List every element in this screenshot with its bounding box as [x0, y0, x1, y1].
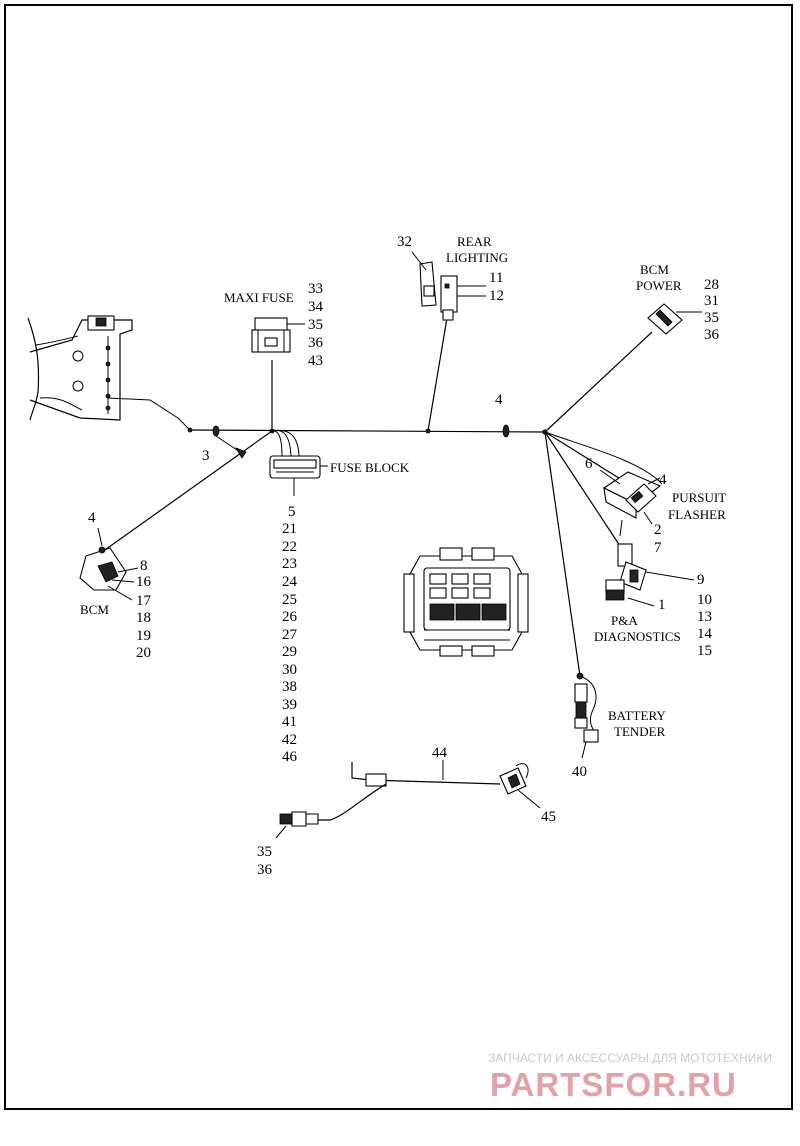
callout: 25 [282, 592, 297, 608]
label-pursuit-flasher-1: PURSUIT [672, 490, 726, 505]
callout: 20 [136, 645, 151, 661]
maxi-fuse: MAXI FUSE [224, 290, 305, 353]
frame-bracket [27, 315, 191, 431]
callout: 7 [654, 540, 662, 556]
harness-clip-left: 3 [202, 425, 247, 464]
label-pa-diagnostics-2: DIAGNOSTICS [594, 629, 681, 644]
fuse-block: FUSE BLOCK [269, 455, 410, 496]
callout: 39 [282, 697, 297, 713]
callout: 14 [697, 626, 713, 642]
label-pa-diagnostics-1: P&A [611, 613, 638, 628]
callouts-maxi-fuse: 33 34 35 36 43 [308, 281, 324, 369]
callout-pa-diagnostics-side: 9 [697, 572, 705, 588]
callout: 31 [704, 293, 719, 309]
callout: 24 [282, 574, 298, 590]
callout: 36 [257, 862, 273, 878]
callout: 38 [282, 679, 297, 695]
callout-pursuit-flasher-right: 4 [659, 472, 667, 488]
callout: 2 [654, 522, 662, 538]
callout: 16 [136, 574, 152, 590]
label-bcm: BCM [80, 602, 109, 617]
label-rear-lighting-1: REAR [457, 234, 492, 249]
callout: 23 [282, 556, 297, 572]
pa-diagnostics-connector: 9 1 P&A DIAGNOSTICS 10 13 14 15 [594, 543, 713, 659]
label-pursuit-flasher-2: FLASHER [668, 507, 726, 522]
callout: 46 [282, 749, 298, 765]
callout: 35 [257, 844, 272, 860]
callout-bcm-clip: 4 [88, 510, 96, 526]
callout: 36 [704, 327, 720, 343]
callout: 21 [282, 521, 297, 537]
callout-extension-connector: 45 [541, 809, 556, 825]
callout-pursuit-flasher-left: 6 [585, 456, 593, 472]
callout: 18 [136, 610, 151, 626]
rear-lighting-connector: 32 REAR LIGHTING 11 12 [397, 234, 508, 321]
callout: 26 [282, 609, 298, 625]
callout-battery-tender: 40 [572, 764, 587, 780]
callout: 35 [704, 310, 719, 326]
label-maxi-fuse: MAXI FUSE [224, 290, 294, 305]
callout-harness-clip-right: 4 [495, 392, 503, 408]
watermark-line-2: PARTSFOR.RU [490, 1066, 737, 1103]
callout: 43 [308, 353, 323, 369]
callout-harness-clip-left: 3 [202, 448, 210, 464]
label-bcm-power-2: POWER [636, 278, 682, 293]
diagram-frame [4, 4, 793, 1110]
callout: 41 [282, 714, 297, 730]
callouts-fuse-block: 5 21 22 23 24 25 26 27 29 30 38 39 41 42… [282, 504, 298, 765]
callout: 36 [308, 335, 324, 351]
pursuit-flasher: 6 4 PURSUIT FLASHER 2 7 [585, 456, 726, 556]
callout: 27 [282, 627, 298, 643]
callout: 22 [282, 539, 297, 555]
callout: 35 [308, 317, 323, 333]
callout-rear-lighting-clip: 32 [397, 234, 412, 250]
callout: 1 [658, 597, 666, 613]
harness-branches [101, 317, 663, 677]
callout: 42 [282, 732, 297, 748]
label-fuse-block: FUSE BLOCK [330, 460, 410, 475]
callout: 17 [136, 593, 152, 609]
label-battery-tender-2: TENDER [614, 724, 666, 739]
label-bcm-power-1: BCM [640, 262, 669, 277]
label-rear-lighting-2: LIGHTING [446, 250, 508, 265]
callout: 13 [697, 609, 712, 625]
battery-tender-lead: BATTERY TENDER 40 [572, 672, 666, 780]
callout: 30 [282, 662, 297, 678]
callout: 11 [489, 270, 503, 286]
callout: 19 [136, 628, 151, 644]
harness-clip-right: 4 [495, 392, 510, 438]
callout: 28 [704, 277, 719, 293]
main-harness-trunk [187, 427, 548, 435]
bcm-power-connector: BCM POWER 28 31 35 36 [636, 262, 720, 343]
watermark-line-1: ЗАПЧАСТИ И АКСЕССУАРЫ ДЛЯ МОТОТЕХНИКИ [488, 1051, 772, 1065]
watermark: ЗАПЧАСТИ И АКСЕССУАРЫ ДЛЯ МОТОТЕХНИКИ PA… [488, 1051, 772, 1103]
callout: 15 [697, 643, 712, 659]
callout: 33 [308, 281, 323, 297]
callout: 5 [288, 504, 296, 520]
bcm-module: 4 BCM 8 16 17 18 19 20 [79, 510, 152, 661]
label-battery-tender-1: BATTERY [608, 708, 666, 723]
callout: 29 [282, 644, 297, 660]
callout: 34 [308, 299, 324, 315]
fuse-block-detail [403, 547, 529, 657]
callout: 12 [489, 288, 504, 304]
extension-harness: 44 45 35 36 [257, 745, 556, 878]
callout: 10 [697, 592, 712, 608]
callout-extension-harness: 44 [432, 745, 448, 761]
callout: 8 [140, 558, 148, 574]
